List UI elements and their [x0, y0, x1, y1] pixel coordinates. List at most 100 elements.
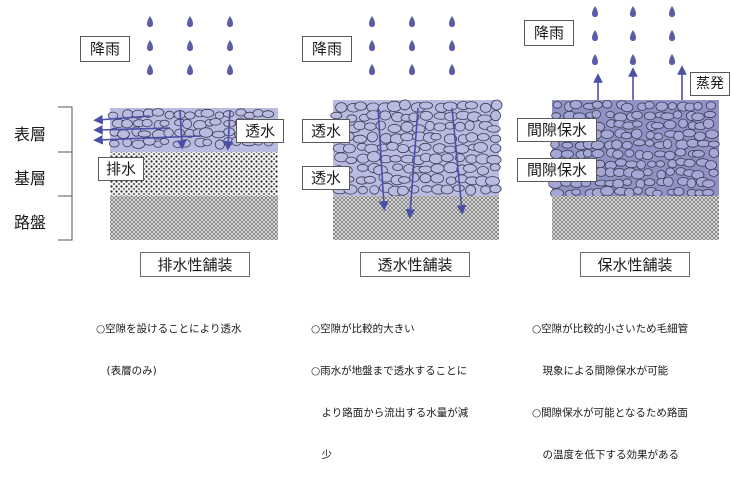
aggregate-stone [464, 101, 478, 110]
raindrop [592, 30, 598, 41]
raindrop [669, 30, 675, 41]
aggregate-stone [418, 101, 433, 110]
aggregate-stone [392, 163, 404, 171]
aggregate-stone [209, 118, 222, 126]
aggregate-stone [702, 188, 715, 197]
aggregate-stone [643, 111, 657, 121]
aggregate-stone [184, 111, 196, 120]
aggregate-stone [443, 133, 458, 145]
subbase-layer [552, 196, 719, 240]
aggregate-stone [625, 160, 639, 169]
raindrop [147, 16, 153, 27]
raindrop [630, 54, 636, 65]
aggregate-stone [477, 114, 492, 123]
aggregate-stone [486, 125, 501, 133]
aggregate-stone [418, 165, 433, 174]
aggregate-stone [464, 120, 475, 131]
aggregate-stone [673, 186, 685, 197]
aggregate-stone [440, 184, 454, 195]
note-line: 少 [311, 449, 332, 461]
aggregate-stone [182, 118, 193, 130]
aggregate-stone [672, 110, 683, 119]
panel-title-permeable: 透水性舗装 [360, 252, 470, 277]
aggregate-stone [490, 143, 502, 154]
flow-label-permeate: 透水 [302, 166, 350, 190]
aggregate-stone [600, 129, 615, 140]
raindrop [369, 64, 375, 75]
raindrop [409, 64, 415, 75]
raindrop [630, 6, 636, 17]
aggregate-stone [352, 134, 368, 144]
seep-arrow [377, 107, 389, 211]
raindrop [449, 64, 455, 75]
subbase-layer [110, 196, 278, 240]
aggregate-stone [443, 145, 457, 154]
aggregate-stone [121, 119, 133, 129]
seep-arrow [451, 107, 467, 215]
aggregate-stone [444, 111, 459, 122]
aggregate-stone [691, 112, 705, 121]
aggregate-stone [702, 118, 715, 129]
aggregate-stone [708, 140, 720, 148]
aggregate-stone [357, 163, 369, 172]
aggregate-stone [363, 175, 376, 184]
raindrop [227, 16, 233, 27]
aggregate-stone [198, 127, 213, 138]
aggregate-stone [151, 108, 165, 117]
aggregate-stone [419, 142, 432, 151]
aggregate-stone [214, 139, 225, 150]
aggregate-stone [137, 130, 152, 138]
aggregate-stone [708, 168, 719, 177]
aggregate-stone [159, 137, 170, 145]
raindrop [409, 16, 415, 27]
raindrop [187, 40, 193, 51]
rain-label: 降雨 [524, 20, 574, 46]
aggregate-stone [430, 163, 445, 174]
aggregate-stone [409, 172, 420, 183]
aggregate-stone [600, 185, 615, 197]
aggregate-stone [465, 132, 479, 143]
aggregate-stone [398, 176, 411, 184]
note-line: ○雨水が地盤まで透水することに [311, 365, 468, 377]
aggregate-stone [655, 101, 668, 112]
aggregate-stone [652, 189, 663, 198]
note-line: ○間隙保水が可能となるため路面 [532, 407, 688, 419]
raindrop [227, 64, 233, 75]
aggregate-stone [252, 108, 264, 118]
aggregate-stone [605, 111, 615, 119]
aggregate-stone [479, 102, 492, 113]
aggregate-stone [345, 156, 357, 164]
aggregate-stone [223, 110, 235, 118]
raindrop [592, 6, 598, 17]
subbase-layer [333, 196, 499, 240]
aggregate-stone [454, 121, 466, 132]
aggregate-stone [430, 132, 442, 141]
aggregate-stone [667, 102, 677, 111]
aggregate-stone [683, 158, 696, 168]
aggregate-stone [621, 102, 634, 113]
aggregate-stone [433, 122, 447, 132]
panel-title-retention: 保水性舗装 [580, 252, 690, 277]
flow-label-permeate: 透水 [236, 119, 284, 143]
raindrop [669, 54, 675, 65]
aggregate-stone [674, 148, 687, 157]
aggregate-stone [622, 178, 632, 187]
aggregate-stone [159, 119, 170, 127]
aggregate-stone [445, 176, 457, 185]
aggregate-stone [491, 99, 503, 111]
aggregate-stone [591, 100, 603, 109]
raindrop [449, 40, 455, 51]
aggregate-stone [631, 128, 643, 140]
aggregate-stone [489, 163, 501, 172]
aggregate-stone [644, 101, 655, 110]
aggregate-stone [202, 138, 212, 147]
aggregate-stone [400, 132, 414, 142]
aggregate-stone [214, 111, 225, 120]
raindrop [187, 16, 193, 27]
aggregate-stone [485, 176, 500, 187]
aggregate-stone [131, 139, 146, 149]
aggregate-stone [396, 185, 409, 196]
raindrop [227, 40, 233, 51]
aggregate-stone [701, 179, 716, 188]
aggregate-stone [424, 120, 435, 132]
